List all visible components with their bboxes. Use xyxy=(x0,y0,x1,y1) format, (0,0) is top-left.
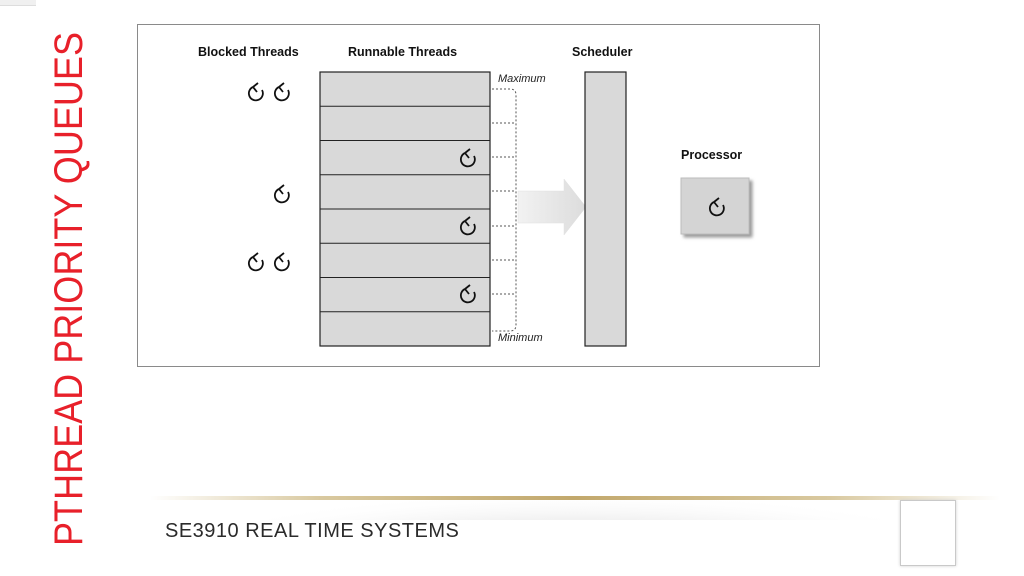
blocked-thread-icon xyxy=(273,184,290,204)
footer-course-title: SE3910 REAL TIME SYSTEMS xyxy=(165,520,460,542)
blocked-thread-icon xyxy=(247,252,264,272)
processor-box xyxy=(680,177,750,235)
runnable-threads-header: Runnable Threads xyxy=(348,45,457,59)
blocked-thread-icon xyxy=(273,252,290,272)
dispatch-arrow xyxy=(517,178,587,236)
slide-title-text: PTHREAD PRIORITY QUEUES xyxy=(47,32,91,546)
priority-bracket xyxy=(492,88,517,332)
slide-number-box xyxy=(900,500,956,566)
blocked-threads-header: Blocked Threads xyxy=(198,45,299,59)
blocked-thread-icon xyxy=(273,82,290,102)
priority-queue-diagram: Blocked Threads Runnable Threads Schedul… xyxy=(137,24,820,367)
scheduler-header: Scheduler xyxy=(572,45,633,59)
scheduler-bar xyxy=(584,71,627,347)
blocked-thread-icon xyxy=(247,82,264,102)
slide-title: PTHREAD PRIORITY QUEUES xyxy=(38,30,94,546)
blocked-thread-group-1 xyxy=(247,82,290,102)
maximum-label: Maximum xyxy=(498,73,546,85)
footer-glow-decoration xyxy=(150,438,1000,520)
minimum-label: Minimum xyxy=(498,332,543,344)
runnable-queue xyxy=(319,71,491,347)
blocked-thread-group-3 xyxy=(247,252,290,272)
blocked-thread-group-2 xyxy=(273,184,290,204)
corner-marker xyxy=(0,0,36,6)
processor-header: Processor xyxy=(681,148,742,162)
